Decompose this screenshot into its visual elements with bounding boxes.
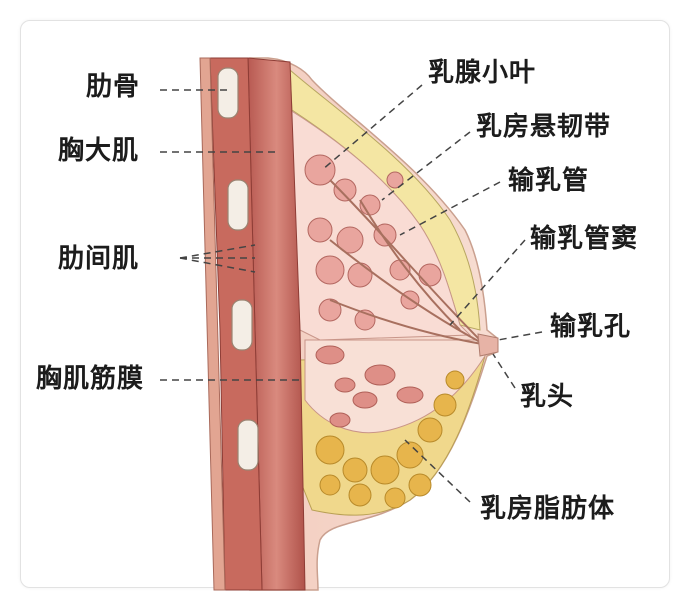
- label-pectoralis-major: 胸大肌: [58, 136, 140, 166]
- lower-gland-blobs: [315, 345, 424, 428]
- leader-lines: [160, 84, 543, 503]
- label-lactiferous-duct: 输乳管: [508, 166, 590, 196]
- label-nipple: 乳头: [520, 382, 575, 412]
- label-rib: 肋骨: [86, 72, 141, 102]
- label-pectoral-fascia: 胸肌筋膜: [36, 364, 145, 394]
- lower-gland-region: [304, 339, 489, 434]
- label-breast-fat: 乳房脂肪体: [480, 494, 616, 524]
- lactiferous-ducts: [329, 179, 483, 345]
- nipple-shape: [477, 333, 499, 357]
- label-suspensory-ligament: 乳房悬韧带: [476, 112, 612, 142]
- label-nipple-pore: 输乳孔: [550, 312, 632, 342]
- label-mammary-lobule: 乳腺小叶: [428, 58, 537, 88]
- rib-segments: [217, 67, 259, 471]
- back-skin: [199, 57, 226, 591]
- label-lactiferous-sinus: 输乳管窦: [530, 224, 639, 254]
- fat-lobules: [315, 370, 465, 509]
- label-intercostal-muscle: 肋间肌: [58, 244, 140, 274]
